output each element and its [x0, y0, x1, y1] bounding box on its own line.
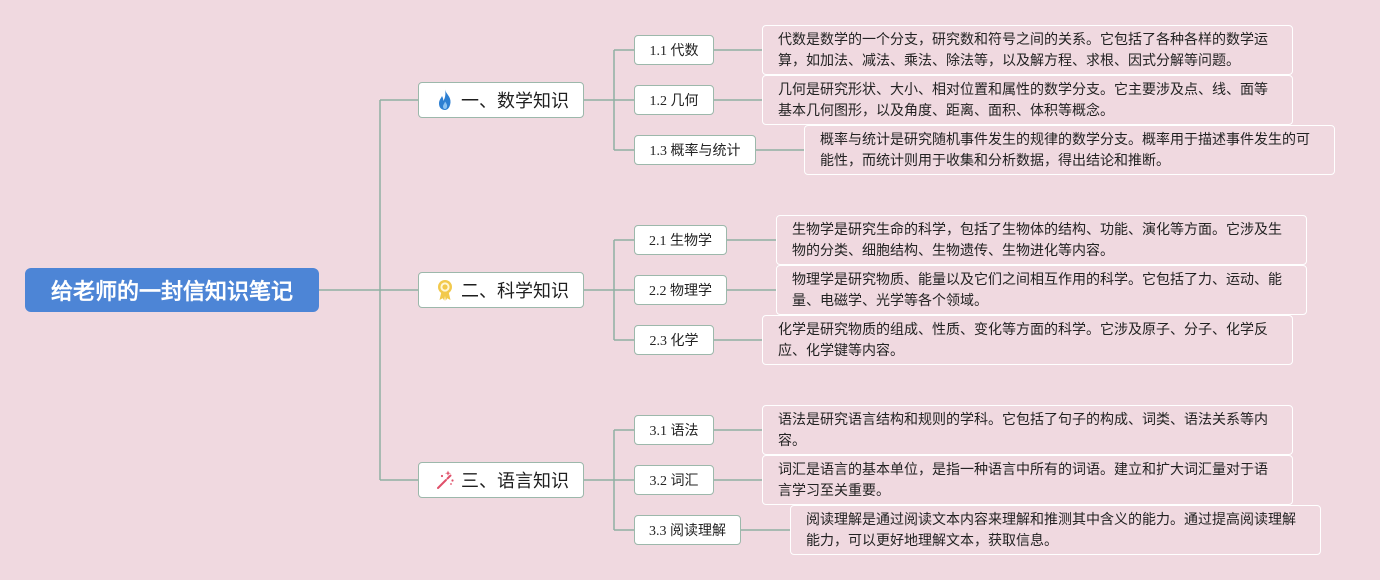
topic-biology[interactable]: 2.1 生物学 [634, 225, 727, 255]
topic-label: 2.2 物理学 [649, 284, 712, 299]
description-text: 几何是研究形状、大小、相对位置和属性的数学分支。它主要涉及点、线、面等基本几何图… [778, 83, 1268, 119]
description-text: 词汇是语言的基本单位，是指一种语言中所有的词语。建立和扩大词汇量对于语言学习至关… [778, 463, 1268, 499]
branch-label: 三、语言知识 [461, 471, 569, 492]
description-text: 代数是数学的一个分支，研究数和符号之间的关系。它包括了各种各样的数学运算，如加法… [778, 33, 1268, 69]
branch-label: 二、科学知识 [461, 281, 569, 302]
description-text: 生物学是研究生命的科学，包括了生物体的结构、功能、演化等方面。它涉及生物的分类、… [792, 223, 1282, 259]
branch-language[interactable]: 三、语言知识 [418, 462, 584, 498]
chemistry-description: 化学是研究物质的组成、性质、变化等方面的科学。它涉及原子、分子、化学反应、化学键… [762, 315, 1293, 365]
topic-label: 1.2 几何 [649, 94, 699, 109]
topic-label: 3.2 词汇 [649, 474, 699, 489]
topic-label: 1.1 代数 [649, 44, 699, 59]
topic-algebra[interactable]: 1.1 代数 [634, 35, 714, 65]
branch-math[interactable]: 一、数学知识 [418, 82, 584, 118]
topic-label: 3.1 语法 [649, 424, 699, 439]
topic-chemistry[interactable]: 2.3 化学 [634, 325, 714, 355]
probability-statistics-description: 概率与统计是研究随机事件发生的规律的数学分支。概率用于描述事件发生的可能性，而统… [804, 125, 1335, 175]
description-text: 物理学是研究物质、能量以及它们之间相互作用的科学。它包括了力、运动、能量、电磁学… [792, 273, 1282, 309]
description-text: 阅读理解是通过阅读文本内容来理解和推测其中含义的能力。通过提高阅读理解能力，可以… [806, 513, 1296, 549]
branch-label: 一、数学知识 [461, 91, 569, 112]
fire-icon [433, 88, 457, 112]
algebra-description: 代数是数学的一个分支，研究数和符号之间的关系。它包括了各种各样的数学运算，如加法… [762, 25, 1293, 75]
award-ribbon-icon [433, 278, 457, 302]
root-title: 给老师的一封信知识笔记 [50, 280, 293, 305]
topic-label: 2.3 化学 [649, 334, 699, 349]
topic-vocabulary[interactable]: 3.2 词汇 [634, 465, 714, 495]
topic-label: 2.1 生物学 [649, 234, 712, 249]
grammar-description: 语法是研究语言结构和规则的学科。它包括了句子的构成、词类、语法关系等内容。 [762, 405, 1293, 455]
topic-label: 1.3 概率与统计 [649, 144, 741, 159]
topic-grammar[interactable]: 3.1 语法 [634, 415, 714, 445]
biology-description: 生物学是研究生命的科学，包括了生物体的结构、功能、演化等方面。它涉及生物的分类、… [776, 215, 1307, 265]
topic-label: 3.3 阅读理解 [649, 524, 726, 539]
topic-reading-comprehension[interactable]: 3.3 阅读理解 [634, 515, 741, 545]
topic-physics[interactable]: 2.2 物理学 [634, 275, 727, 305]
geometry-description: 几何是研究形状、大小、相对位置和属性的数学分支。它主要涉及点、线、面等基本几何图… [762, 75, 1293, 125]
description-text: 语法是研究语言结构和规则的学科。它包括了句子的构成、词类、语法关系等内容。 [778, 413, 1268, 449]
topic-geometry[interactable]: 1.2 几何 [634, 85, 714, 115]
branch-science[interactable]: 二、科学知识 [418, 272, 584, 308]
topic-probability-statistics[interactable]: 1.3 概率与统计 [634, 135, 756, 165]
magic-wand-icon [433, 468, 457, 492]
root-topic[interactable]: 给老师的一封信知识笔记 [25, 268, 319, 312]
description-text: 概率与统计是研究随机事件发生的规律的数学分支。概率用于描述事件发生的可能性，而统… [820, 133, 1310, 169]
physics-description: 物理学是研究物质、能量以及它们之间相互作用的科学。它包括了力、运动、能量、电磁学… [776, 265, 1307, 315]
vocabulary-description: 词汇是语言的基本单位，是指一种语言中所有的词语。建立和扩大词汇量对于语言学习至关… [762, 455, 1293, 505]
reading-comprehension-description: 阅读理解是通过阅读文本内容来理解和推测其中含义的能力。通过提高阅读理解能力，可以… [790, 505, 1321, 555]
description-text: 化学是研究物质的组成、性质、变化等方面的科学。它涉及原子、分子、化学反应、化学键… [778, 323, 1268, 359]
